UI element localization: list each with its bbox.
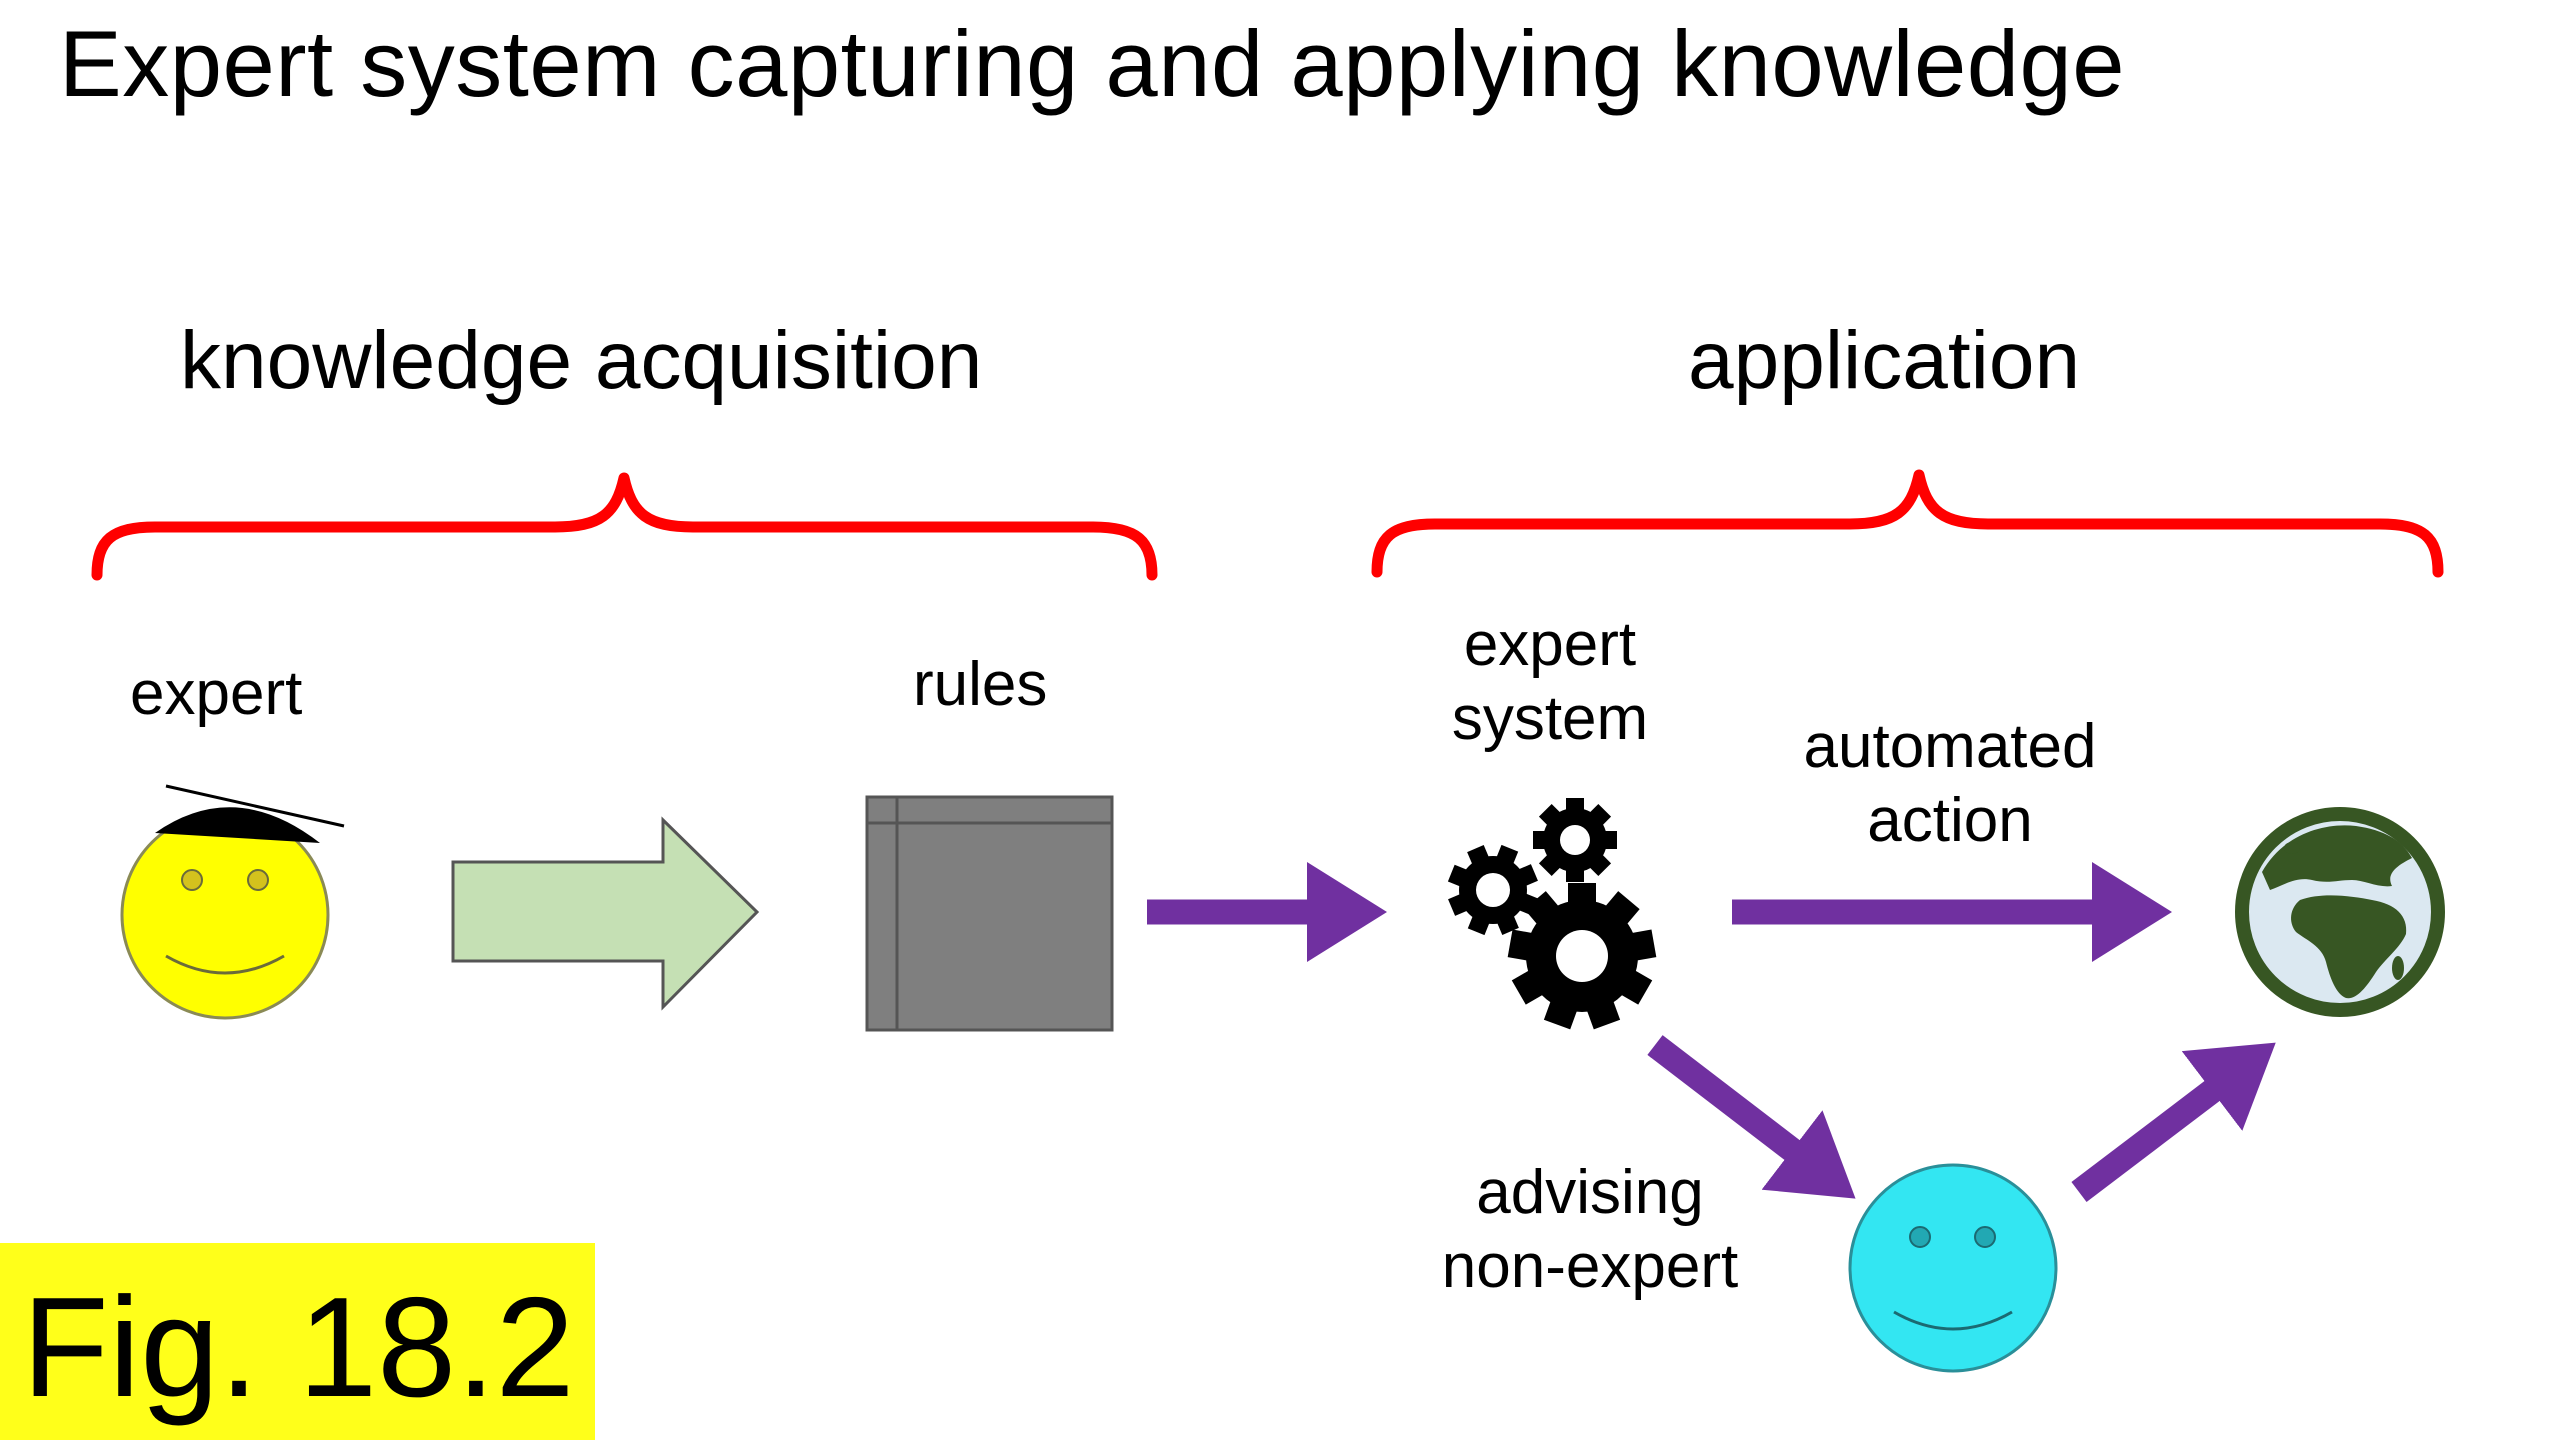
gears-icon <box>1447 798 1657 1030</box>
expert-face-icon <box>120 784 345 1020</box>
advising-non-expert-label: advising non-expert <box>1400 1156 1780 1305</box>
non-expert-to-world-arrow <box>2071 1042 2276 1202</box>
advising-line2: non-expert <box>1441 1232 1739 1302</box>
expert-system-line2: system <box>1451 684 1649 754</box>
application-brace <box>1371 469 2444 578</box>
automated-action-line1: automated <box>1803 712 2097 781</box>
application-label: application <box>1688 315 2081 406</box>
advising-non-expert-arrow <box>1647 1035 1856 1199</box>
expert-label: expert <box>130 659 303 728</box>
non-expert-face-icon <box>1848 1163 2058 1373</box>
knowledge-acquisition-brace <box>91 472 1158 581</box>
advising-line1: advising <box>1476 1158 1704 1227</box>
automated-action-label: automated action <box>1770 710 2130 859</box>
rules-table-icon <box>865 795 1114 1032</box>
expert-system-label: expert system <box>1430 608 1670 757</box>
figure-label-highlight <box>0 1243 595 1440</box>
rules-label: rules <box>913 650 1048 719</box>
figure-label: Fig. 18.2 <box>22 1268 575 1427</box>
expert-system-line1: expert <box>1463 610 1637 679</box>
knowledge-acquisition-label: knowledge acquisition <box>180 315 983 406</box>
block-arrow-icon <box>451 816 760 1011</box>
globe-icon <box>2235 807 2445 1017</box>
automated-action-line2: action <box>1867 786 2033 856</box>
page-title: Expert system capturing and applying kno… <box>59 11 2126 116</box>
